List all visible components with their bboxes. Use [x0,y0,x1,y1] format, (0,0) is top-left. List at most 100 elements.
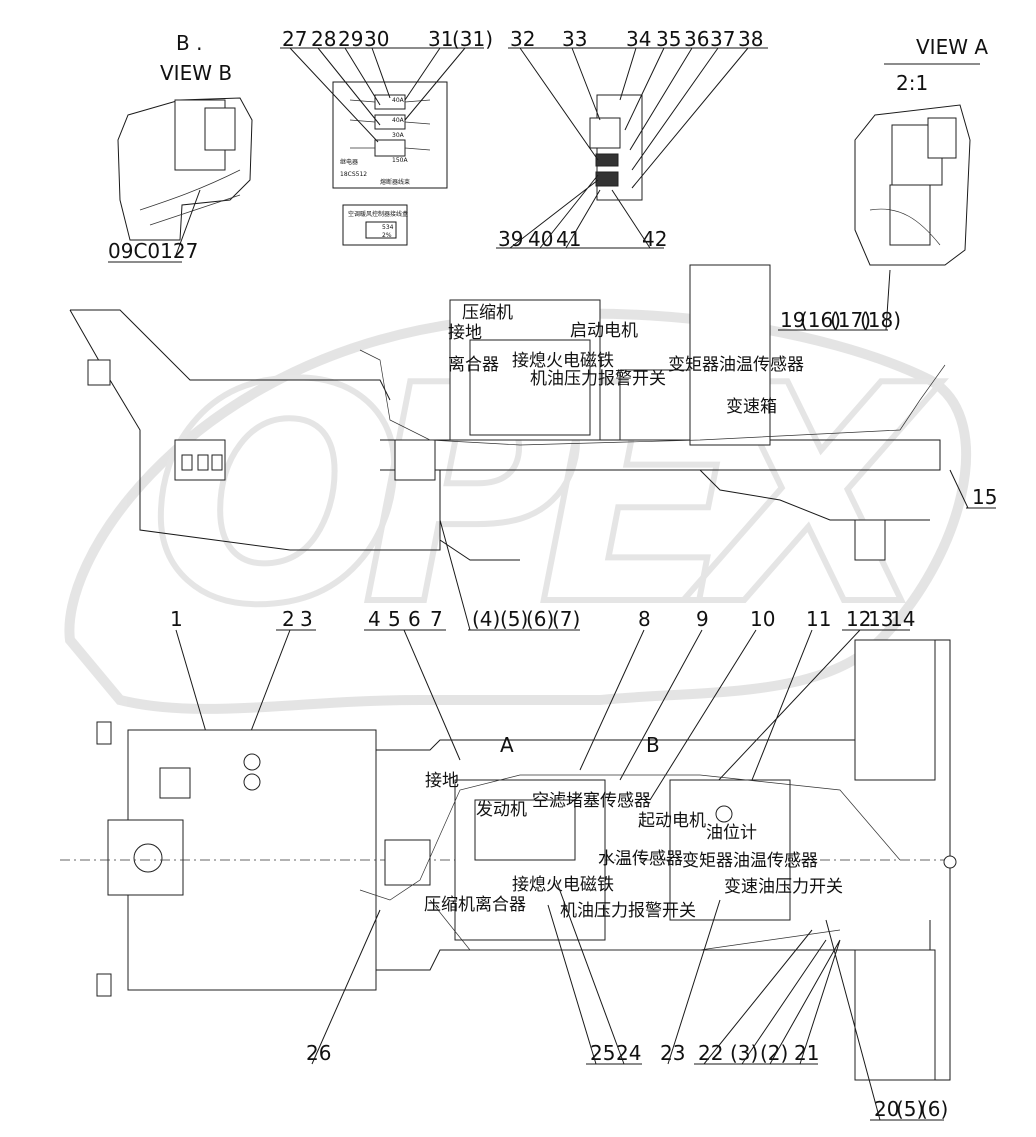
view-b-part-code: 09C0127 [108,239,198,263]
side-transmission [689,264,771,446]
ac-box-caption: 空调暖风控制器接线盒 [348,210,408,218]
leaders-middle [175,519,861,861]
callout-23: 23 [660,1041,685,1065]
side-engine-block [469,339,591,436]
callout-37: 37 [710,27,735,51]
switch-upper [589,117,621,149]
callout-36: 36 [684,27,709,51]
callout-8: 8 [638,607,651,631]
ac-box-table [365,221,397,239]
plan-label-start-motor: 起动电机 [638,811,706,831]
side-label-solenoid: 接熄火电磁铁 [512,351,614,371]
view-b-title: VIEW B [160,61,232,85]
side-harness [359,349,946,446]
callout-38: 38 [738,27,763,51]
side-label-start-motor: 启动电机 [570,321,638,341]
callout-17-paren: (17) [830,308,871,332]
plan-rear-wheel-bottom [96,973,112,997]
plan-label-ground: 接地 [425,771,459,791]
callout-7: 7 [430,607,443,631]
side-label-ground: 接地 [448,323,482,343]
view-b: B . VIEW B 09C0127 [108,31,253,263]
plan-label-engine: 发动机 [476,800,527,820]
callout-2: 2 [282,607,295,631]
callout-6-paren: (6) [526,607,554,631]
side-battery-2 [197,454,209,471]
callout-10: 10 [750,607,775,631]
callout-14: 14 [890,607,915,631]
callout-2-paren: (2) [760,1041,788,1065]
view-b-harness [139,169,241,226]
view-a-bracket [889,184,931,246]
ac-box-value-2: 2% [382,232,392,239]
plan-label-tc-temp-sensor: 变矩器油温传感器 [682,851,818,871]
plan-front-fender-bottom [854,949,936,1081]
plan-engine-head [474,799,576,861]
leader-19 [885,269,891,331]
plan-radiator [384,839,431,886]
relay-value-2: 40A [392,117,405,124]
callout-6: 6 [408,607,421,631]
side-label-transmission: 变速箱 [726,397,777,417]
callout-13: 13 [868,607,893,631]
callout-9: 9 [696,607,709,631]
relay-block-3 [374,139,406,157]
ac-box-value-1: 534 [382,224,394,231]
side-cab-step [87,359,111,386]
view-a-harness [869,208,941,246]
plan-label-trans-press-switch: 变速油压力开关 [724,877,843,897]
plan-front-axle-end [943,855,957,869]
callout-28: 28 [311,27,336,51]
plan-mark-a: A [500,733,514,757]
plan-front-fender-top [854,639,936,781]
callout-4-paren: (4) [472,607,500,631]
callout-30: 30 [364,27,389,51]
callout-35: 35 [656,27,681,51]
callout-41: 41 [556,227,581,251]
leaders-39-42 [509,174,651,249]
switch-panel: 32 33 34 35 36 37 38 39 40 41 42 [496,27,768,251]
relay-value-1: 40A [392,97,405,104]
callout-16-paren: (16) [800,308,841,332]
callouts-27-31: 27 28 29 30 31 (31) [280,27,493,143]
side-battery-3 [211,454,223,471]
callout-42: 42 [642,227,667,251]
callout-15: 15 [972,485,997,509]
plan-rear-wheel-top [96,721,112,745]
switch-lower [595,171,619,187]
relay-fuse-panel: 40A 40A 30A 150A 继电器 18CS512 熔断器线束 空调暖风控… [332,81,448,246]
callout-5-paren-bottom: (5) [896,1097,924,1121]
callout-33: 33 [562,27,587,51]
plan-label-compressor-clutch: 压缩机离合器 [424,895,526,915]
callout-19: 19 [780,308,805,332]
callouts-bottom: 26 25 24 23 22 (3) (2) 21 20 (5) (6) [306,879,948,1121]
callouts-middle: 1 2 3 4 5 6 7 (4) (5) (6) (7) 8 9 10 11 … [170,519,915,861]
side-label-clutch: 离合器 [448,355,499,375]
plan-mark-b: B [646,733,660,757]
callout-25: 25 [590,1041,615,1065]
callout-21: 21 [794,1041,819,1065]
callout-1: 1 [170,607,183,631]
callout-34: 34 [626,27,651,51]
relay-caption: 继电器 [340,158,358,166]
plan-oil-gauge [715,805,733,823]
side-rear-box [854,519,886,561]
view-a-title: VIEW A [916,35,988,59]
plan-switch-block [159,767,191,799]
side-label-compressor: 压缩机 [462,303,513,323]
leaders-bottom [311,879,881,1121]
callout-31: 31 [428,27,453,51]
view-a: VIEW A 2:1 [854,35,988,266]
callout-6-paren-bottom: (6) [920,1097,948,1121]
relay-panel-frame [332,81,448,189]
callout-5-paren: (5) [500,607,528,631]
plan-hitch-pin [133,843,163,873]
plan-label-air-filter-sensor: 空滤堵塞传感器 [532,791,651,811]
relay-wires [349,99,431,151]
ac-box-frame [342,204,408,246]
relay-panel-code: 18CS512 [340,171,367,178]
callout-18-paren: (18) [860,308,901,332]
side-label-tc-temp-sensor: 变矩器油温传感器 [668,355,804,375]
leaders-32-38 [519,47,749,189]
